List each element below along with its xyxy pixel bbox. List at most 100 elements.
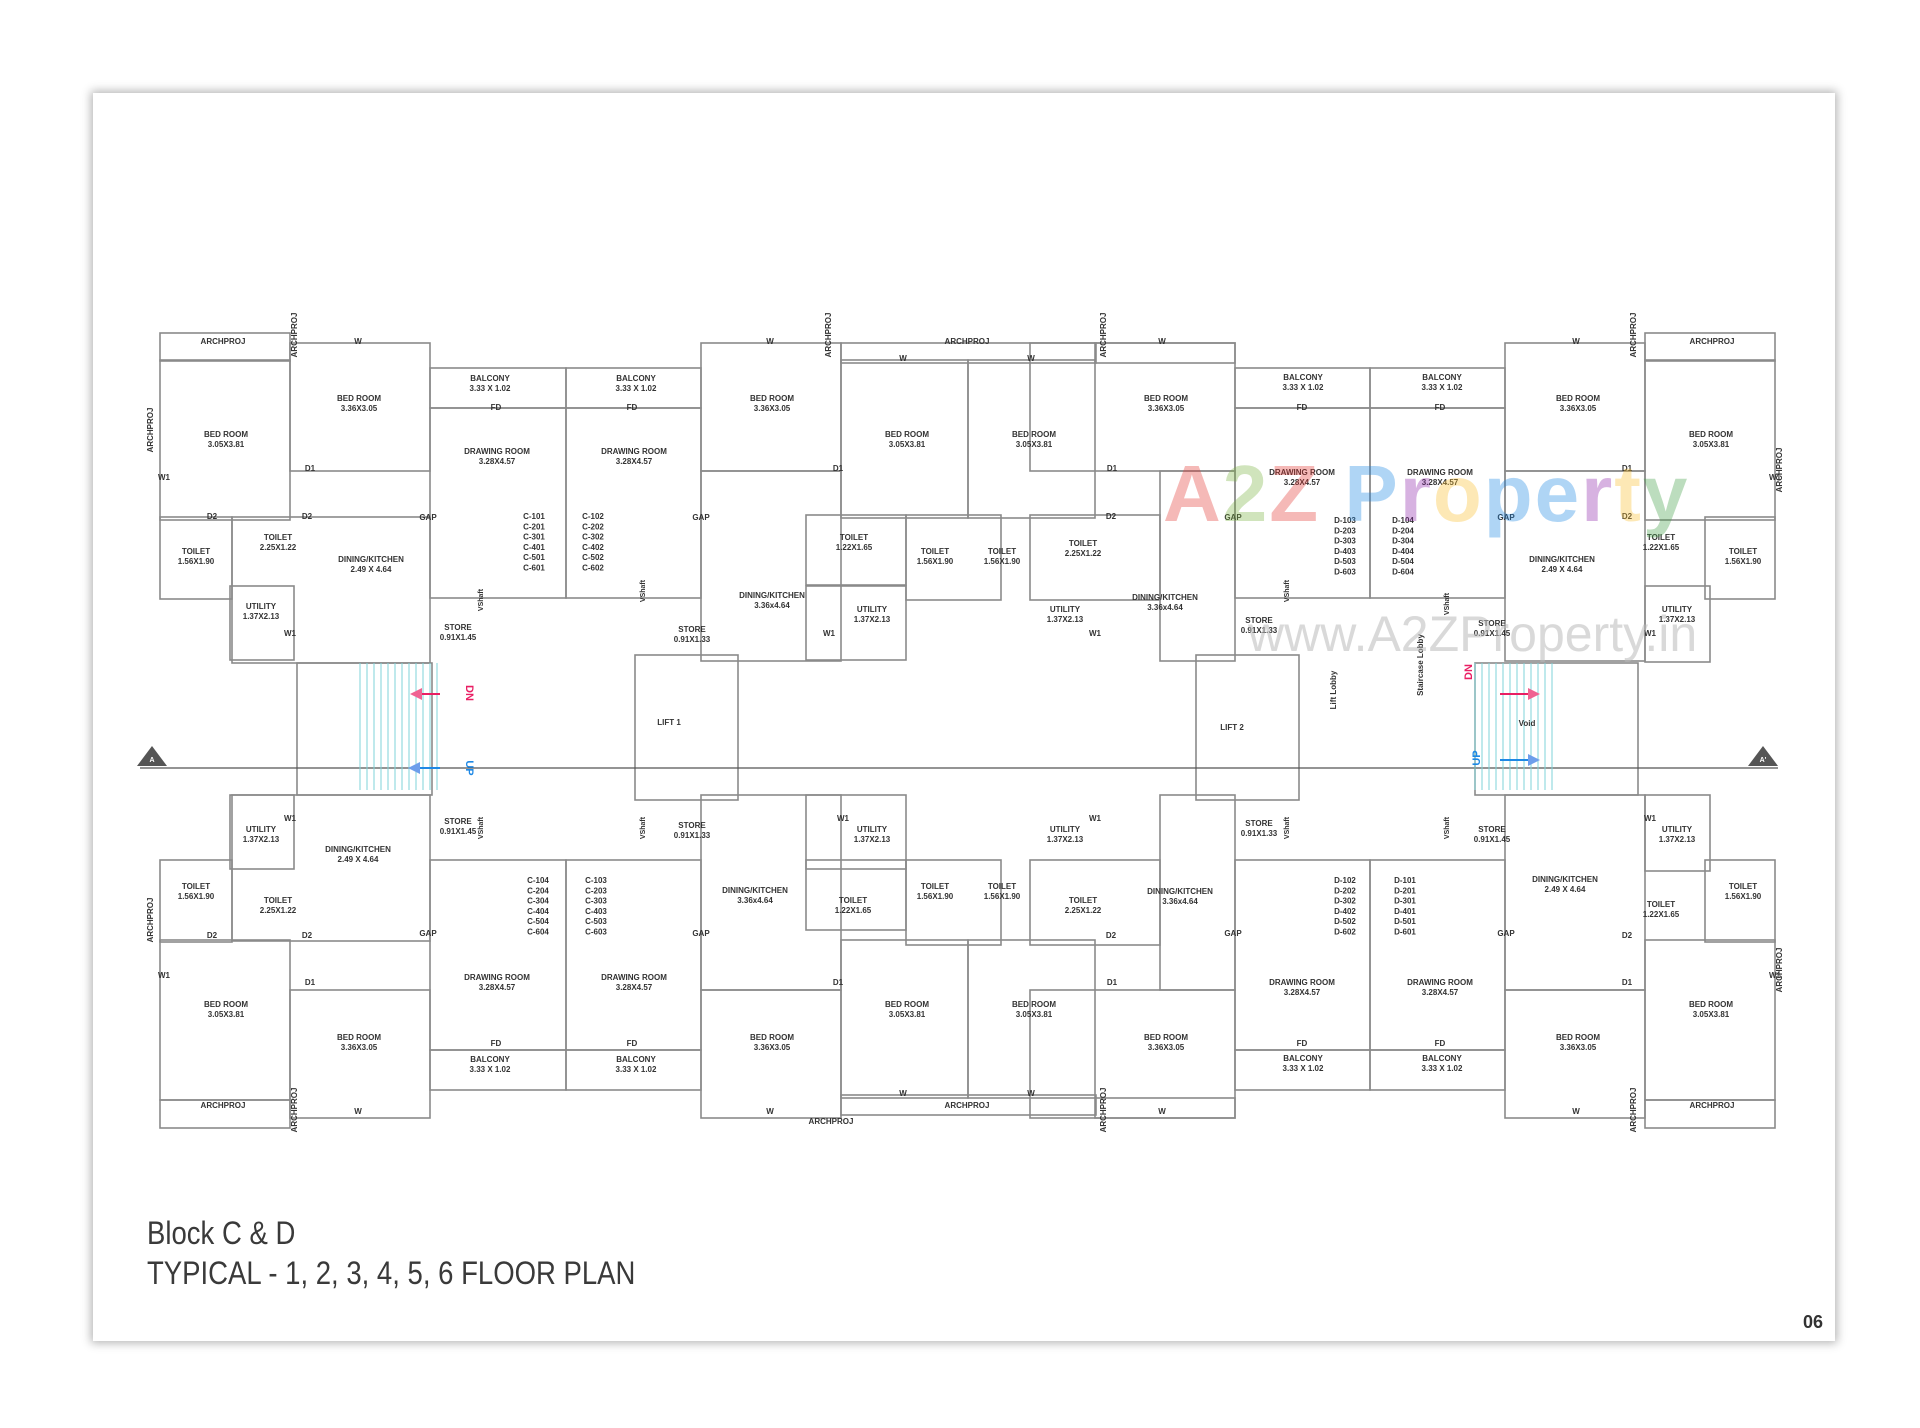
balcony-name: BALCONY xyxy=(1283,1054,1323,1063)
store-size: 0.91X1.33 xyxy=(1241,829,1278,838)
vshaft-label: VShaft xyxy=(478,816,485,839)
wall-outline xyxy=(700,470,842,662)
gap-label: GAP xyxy=(1497,929,1515,938)
gap-label: GAP xyxy=(692,513,710,522)
balcony-name: BALCONY xyxy=(1422,373,1462,382)
wall-outline xyxy=(1029,989,1236,1119)
gap-label: GAP xyxy=(1224,513,1242,522)
toilet-size: 1.22X1.65 xyxy=(835,906,872,915)
w1-label: W1 xyxy=(823,629,836,638)
d1-label: D1 xyxy=(1107,464,1118,473)
gap-label: GAP xyxy=(1224,929,1242,938)
balcony-size: 3.33 X 1.02 xyxy=(1422,383,1463,392)
down-label: DN xyxy=(463,685,475,701)
toilet-size: 1.56X1.90 xyxy=(1725,557,1762,566)
archproj-label: ARCHPROJ xyxy=(809,1117,854,1126)
toilet-name: TOILET xyxy=(1647,900,1675,909)
flat-list-d2-item: D-202 xyxy=(1334,886,1356,895)
drawing-room-size: 3.28X4.57 xyxy=(479,983,516,992)
bed-room-size: 3.36X3.05 xyxy=(754,404,791,413)
wall-outline xyxy=(905,859,1002,946)
balcony-size: 3.33 X 1.02 xyxy=(616,1065,657,1074)
utility-size: 1.37X2.13 xyxy=(243,835,280,844)
archproj-label: ARCHPROJ xyxy=(201,337,246,346)
archproj-label: ARCHPROJ xyxy=(1690,1101,1735,1110)
d2-label: D2 xyxy=(302,931,313,940)
flat-list-d1-item: D-601 xyxy=(1394,928,1416,937)
dining-kitchen-name: DINING/KITCHEN xyxy=(1147,887,1213,896)
utility-size: 1.37X2.13 xyxy=(1659,835,1696,844)
bed-room-size: 3.36X3.05 xyxy=(754,1043,791,1052)
bed-room-size: 3.36X3.05 xyxy=(341,404,378,413)
w1-label: W1 xyxy=(1089,814,1102,823)
bed-room-size: 3.05X3.81 xyxy=(208,440,245,449)
flat-list-c3-item: C-203 xyxy=(585,886,607,895)
wall-outline xyxy=(1094,1097,1236,1119)
bed-room-name: BED ROOM xyxy=(1556,1033,1600,1042)
w1-label: W1 xyxy=(1644,629,1657,638)
toilet-size: 1.56X1.90 xyxy=(178,892,215,901)
wall-outline xyxy=(1644,359,1776,521)
bed-room-name: BED ROOM xyxy=(337,394,381,403)
flat-list-c2-item: C-302 xyxy=(582,533,604,542)
drawing-room-name: DRAWING ROOM xyxy=(601,447,667,456)
drawing-room-name: DRAWING ROOM xyxy=(1407,468,1473,477)
wall-outline xyxy=(229,794,295,870)
dining-kitchen-size: 3.36x4.64 xyxy=(1162,897,1198,906)
flat-list-c1-item: C-101 xyxy=(523,512,545,521)
flat-list-d4-item: D-304 xyxy=(1392,537,1414,546)
drawing-room-name: DRAWING ROOM xyxy=(1269,978,1335,987)
w1-label: W1 xyxy=(284,629,297,638)
bed-room-name: BED ROOM xyxy=(750,1033,794,1042)
flat-list-c1-item: C-501 xyxy=(523,553,545,562)
store-name: STORE xyxy=(678,821,706,830)
bed-room-name: BED ROOM xyxy=(750,394,794,403)
flat-list-c1-item: C-301 xyxy=(523,533,545,542)
dining-kitchen-name: DINING/KITCHEN xyxy=(338,555,404,564)
toilet-name: TOILET xyxy=(1647,533,1675,542)
drawing-room-name: DRAWING ROOM xyxy=(601,973,667,982)
section-marker-left xyxy=(137,746,167,766)
fd-label: FD xyxy=(1435,1039,1446,1048)
fd-label: FD xyxy=(1297,403,1308,412)
w1-label: W1 xyxy=(158,473,171,482)
toilet-size: 1.56X1.90 xyxy=(917,557,954,566)
store-name: STORE xyxy=(444,817,472,826)
d2-label: D2 xyxy=(1106,931,1117,940)
dining-kitchen-size: 2.49 X 4.64 xyxy=(1542,565,1583,574)
wall-outline xyxy=(840,939,969,1099)
w1-label: W1 xyxy=(1644,814,1657,823)
drawing-room-name: DRAWING ROOM xyxy=(1407,978,1473,987)
section-marker-label: A xyxy=(149,757,154,764)
flat-list-d3-item: D-403 xyxy=(1334,547,1356,556)
toilet-name: TOILET xyxy=(1069,896,1097,905)
wall-outline xyxy=(840,359,969,519)
store-size: 0.91X1.45 xyxy=(440,827,477,836)
balcony-size: 3.33 X 1.02 xyxy=(1283,383,1324,392)
archproj-label: ARCHPROJ xyxy=(1775,448,1784,493)
flat-list-c2-item: C-202 xyxy=(582,522,604,531)
vshaft-label: VShaft xyxy=(478,588,485,611)
flat-list-d3-item: D-503 xyxy=(1334,557,1356,566)
d2-label: D2 xyxy=(207,931,218,940)
balcony-name: BALCONY xyxy=(1422,1054,1462,1063)
toilet-name: TOILET xyxy=(839,896,867,905)
dining-kitchen-size: 2.49 X 4.64 xyxy=(351,565,392,574)
toilet-size: 1.56X1.90 xyxy=(984,892,1021,901)
archproj-label: ARCHPROJ xyxy=(824,313,833,358)
store-size: 0.91X1.33 xyxy=(674,831,711,840)
dining-kitchen-name: DINING/KITCHEN xyxy=(1532,875,1598,884)
gap-label: GAP xyxy=(419,513,437,522)
down-arrow-head xyxy=(1528,688,1540,700)
flat-list-c4-item: C-404 xyxy=(527,907,549,916)
wall-outline xyxy=(1369,859,1506,1051)
archproj-label: ARCHPROJ xyxy=(945,1101,990,1110)
flat-list-c4-item: C-104 xyxy=(527,876,549,885)
toilet-name: TOILET xyxy=(988,547,1016,556)
toilet-name: TOILET xyxy=(840,533,868,542)
wall-outline xyxy=(159,859,233,943)
store-name: STORE xyxy=(444,623,472,632)
store-name: STORE xyxy=(1245,819,1273,828)
wall-outline xyxy=(967,359,1096,519)
fd-label: FD xyxy=(491,403,502,412)
